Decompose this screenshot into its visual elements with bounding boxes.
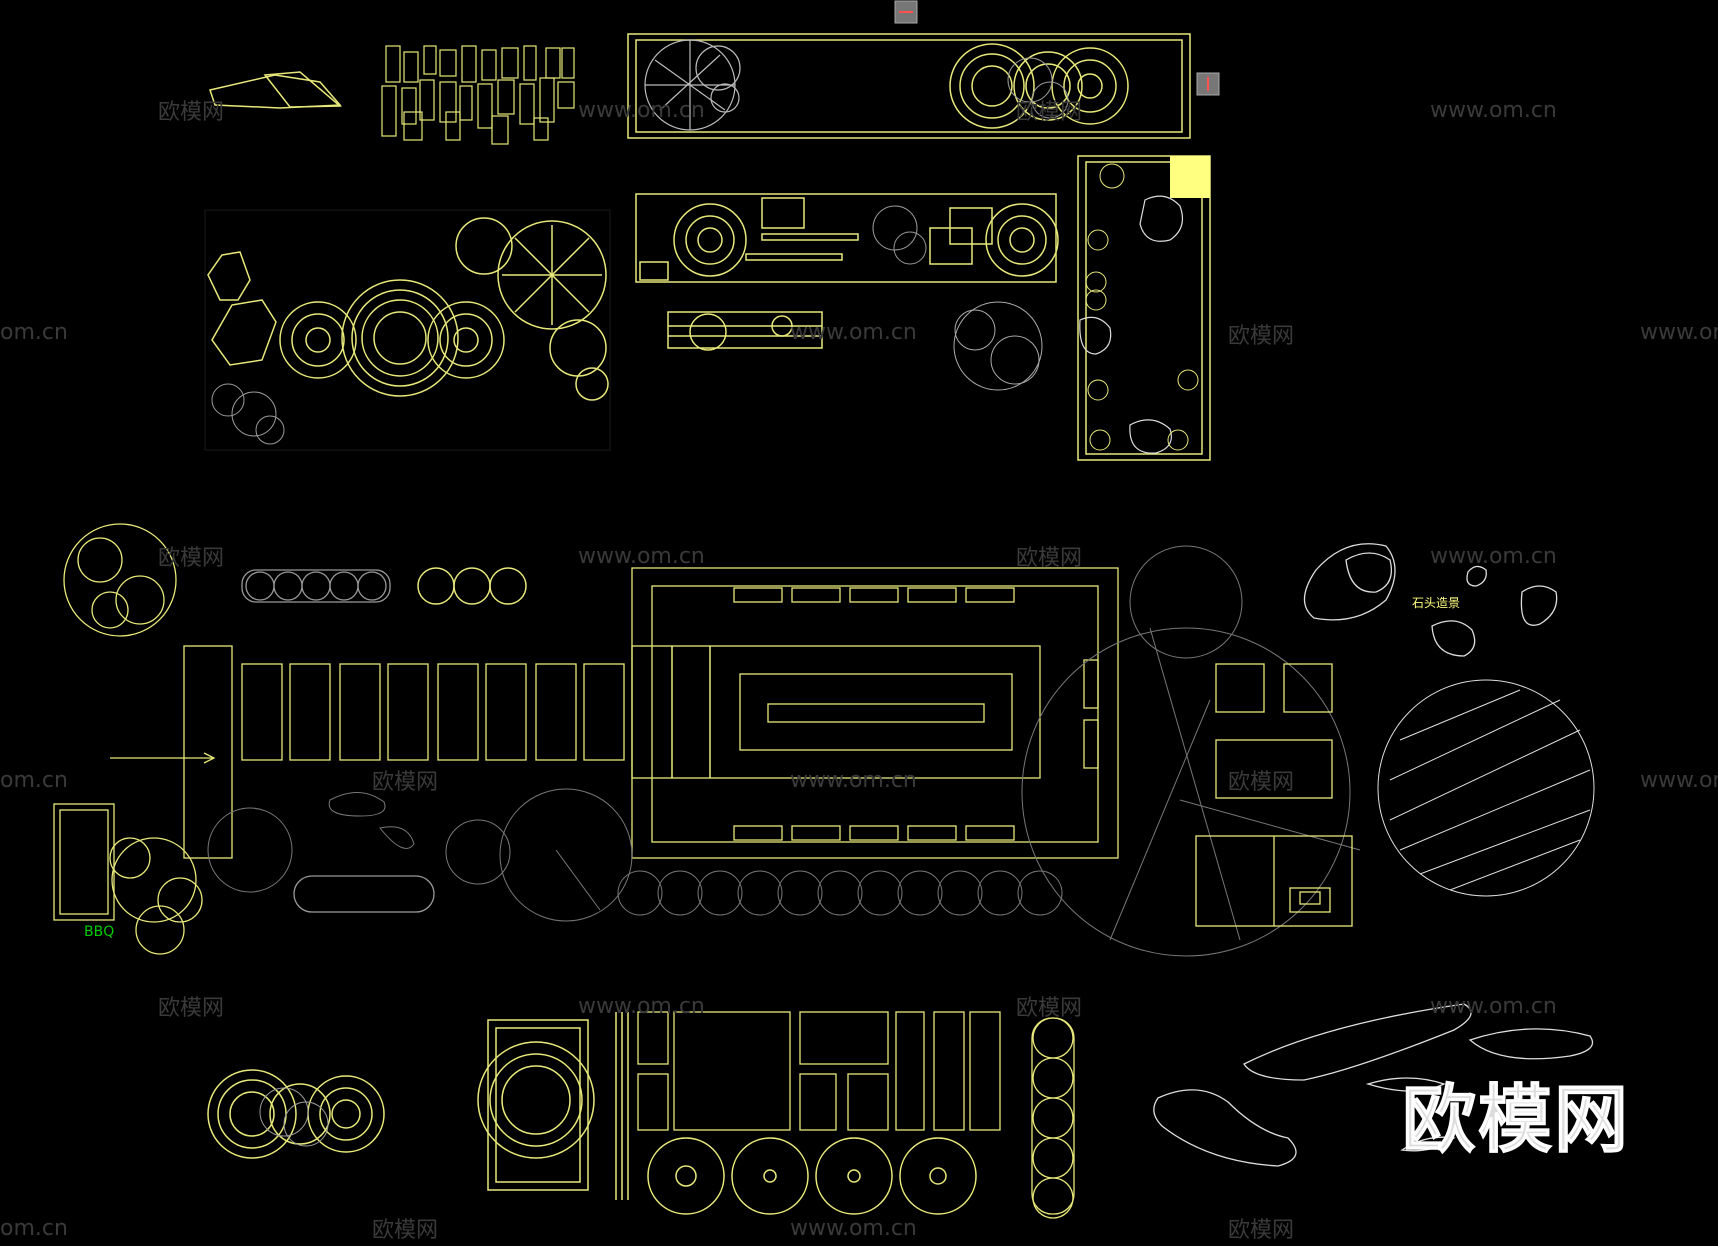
circle-row-bottom [617,870,1063,916]
watermark-url: om.cn [0,1216,68,1241]
stepping-stone-paving [209,71,342,109]
paver-blocks [381,45,575,145]
concentric-pond-left [279,279,505,397]
hatched-tree-canopy [1377,679,1595,897]
shrub-border-right [1085,163,1199,451]
gravel-garden-area [204,209,611,451]
watermark-brand: 欧模网 [372,1218,439,1243]
watermark-brand: 欧模网 [158,546,225,571]
grey-hedge [293,875,435,913]
watermark-brand: 欧模网 [1228,1218,1295,1243]
concentric-pond-top [949,43,1129,129]
tree-symbol-left [455,217,609,401]
watermark-url: www.om.cn [578,98,705,123]
grey-shrub-top [1007,57,1069,119]
watermark-brand: 欧模网 [1016,996,1083,1021]
stone-landscape-boulders [1303,543,1558,657]
watermark-url: www.om.cn [1430,994,1557,1019]
bbq-area [53,803,203,955]
watermark-brand: 欧模网 [1228,770,1295,795]
watermark-url: om.cn [0,320,68,345]
watermark-brand: 欧模网 [1228,324,1295,349]
main-building-outline [631,567,1119,859]
bench-symbol [667,311,823,351]
watermark-url: www.om.cn [578,994,705,1019]
watermark-brand: 欧模网 [1016,100,1083,125]
watermark-url: www.om.cn [790,768,917,793]
grey-shrub-center [872,205,927,265]
watermark-url: www.om.cn [790,1216,917,1241]
planter-box-center [635,193,1059,283]
watermark-url: www.om.cn [1640,320,1718,345]
bottom-planter-grid [637,1011,1001,1131]
watermark-url: www.om.cn [1430,544,1557,569]
grey-construction-circles [207,545,1361,957]
grey-tree-canopy [644,39,741,131]
square-pond-bottom [477,1012,629,1200]
bbq-label: BBQ [84,924,115,940]
concentric-pond-bottom-left [207,1069,385,1159]
shrub-column-bottom [1031,1017,1075,1219]
watermark-brand-large: 欧模网 [1402,1077,1630,1164]
watermark-url: www.om.cn [1430,98,1557,123]
koi-fish-and-rocks [1153,1003,1594,1167]
grey-tree-center [953,301,1043,391]
watermark-url: www.om.cn [790,320,917,345]
watermark-brand: 欧模网 [158,100,225,125]
watermark-url: www.om.cn [578,544,705,569]
rock-outline-left [207,251,277,366]
vertical-garden-bed [1077,155,1211,461]
grey-planter-row [241,569,391,603]
long-garden-bed [627,33,1191,139]
round-planters-bottom [647,1137,977,1215]
watermark-url: om.cn [0,768,68,793]
right-rooms [1195,663,1353,927]
watermark-brand: 欧模网 [158,996,225,1021]
stone-landscape-label: 石头造景 [1412,596,1461,610]
grey-shrub-bottom-left [259,1087,329,1147]
parking-area [110,645,625,859]
watermark-brand: 欧模网 [372,770,439,795]
yellow-highlight-block [1170,156,1210,198]
yellow-shrub-trio [417,567,527,605]
yellow-tree-cluster [63,523,177,637]
grey-shrubs-left [211,383,285,445]
boulder-cluster-right [1079,195,1183,454]
watermark-brand: 欧模网 [1016,546,1083,571]
watermark-url: www.om.cn [1640,768,1718,793]
